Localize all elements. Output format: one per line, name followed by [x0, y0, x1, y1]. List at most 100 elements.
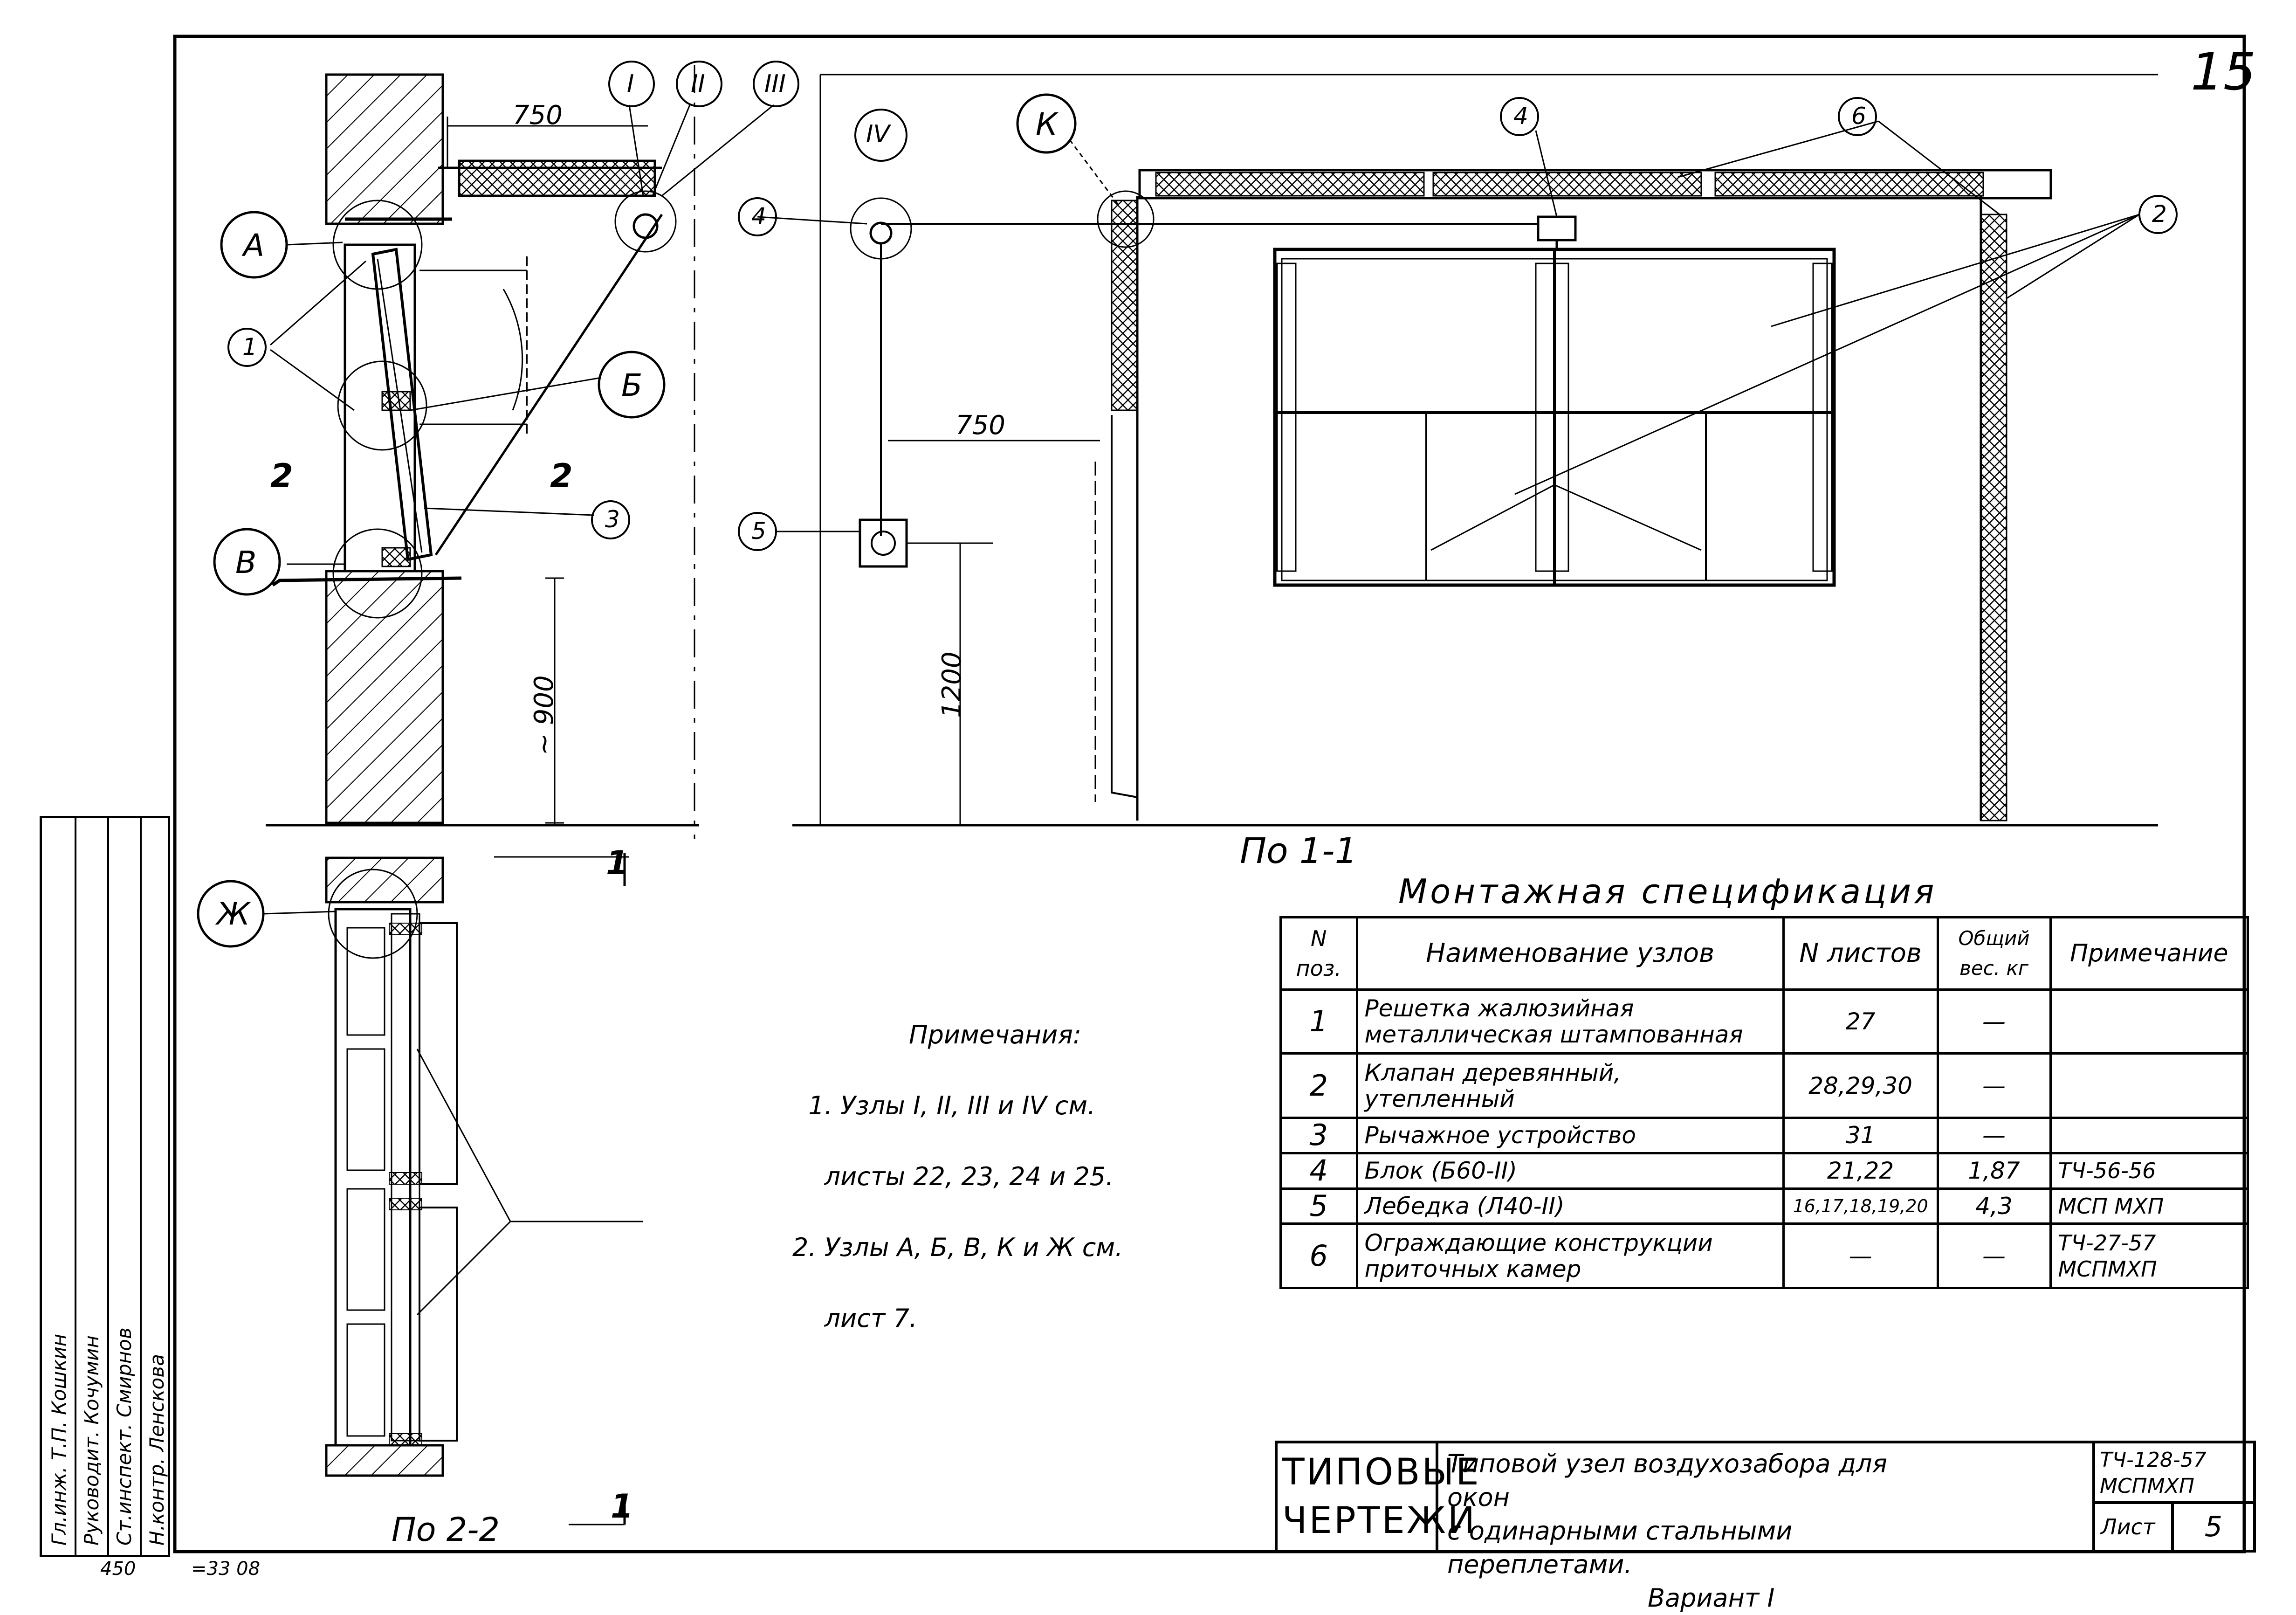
callout-node-i: I	[627, 70, 634, 98]
callout-pos-3: 3	[605, 506, 620, 533]
callout-pos-2: 2	[2152, 200, 2167, 228]
title-block-sheet-number: 5	[2204, 1511, 2223, 1543]
title-block-description: Типовой узел воздухозабора для окон с од…	[1441, 1443, 1953, 1613]
spec-row-6-sheets: —	[1782, 1222, 1939, 1289]
section-mark-right: 2	[550, 457, 573, 495]
callout-node-k: К	[1036, 106, 1058, 142]
table-row: 2 Клапан деревянный, утепленный 28,29,30…	[1279, 1052, 2249, 1119]
spec-row-2-note	[2049, 1052, 2249, 1119]
spec-row-6-name: Ограждающие конструкции приточных камер	[1355, 1222, 1785, 1289]
sheet-corner-number: 15	[2191, 42, 2256, 102]
title-block-desc-line-2: с одинарными стальными переплетами.	[1447, 1516, 1793, 1579]
callout-node-a: А	[243, 228, 265, 263]
title-block-code: ТЧ-128-57 МСПМХП	[2092, 1443, 2253, 1504]
spec-row-5-mass: 4,3	[1936, 1187, 2052, 1225]
spec-row-6-pos: 6	[1279, 1222, 1358, 1289]
spec-row-3-mass: —	[1936, 1116, 2052, 1154]
title-block-label: ТИПОВЫЕ ЧЕРТЕЖИ	[1278, 1443, 1481, 1550]
spec-header-name: Наименование узлов	[1355, 916, 1785, 991]
spec-header-pos: N поз.	[1279, 916, 1358, 991]
sheet-frame	[173, 35, 2246, 1553]
spec-row-3-note	[2049, 1116, 2249, 1154]
callout-pos-4a: 4	[751, 203, 766, 230]
specification-table: N поз. Наименование узлов N листов Общий…	[1279, 916, 2249, 1289]
dimension-overhang-left: 750	[513, 100, 563, 131]
spec-row-4-mass: 1,87	[1936, 1152, 2052, 1190]
spec-header-note: Примечание	[2049, 916, 2249, 991]
notes-line-2: листы 22, 23, 24 и 25.	[792, 1162, 1114, 1191]
callout-node-iii: III	[764, 70, 786, 98]
section-mark-top: 1	[606, 844, 629, 882]
title-block-label-line-2: ЧЕРТЕЖИ	[1282, 1500, 1477, 1542]
dimension-offset-center: 750	[956, 410, 1005, 441]
callout-node-iv: IV	[866, 120, 890, 148]
specification-title: Монтажная спецификация	[1398, 872, 1937, 911]
notes-block: Примечания: 1. Узлы I, II, III и IV см. …	[792, 946, 1123, 1336]
callout-pos-1: 1	[242, 333, 257, 360]
spec-row-2-name: Клапан деревянный, утепленный	[1355, 1052, 1785, 1119]
section-mark-bottom: 1	[611, 1487, 633, 1525]
callout-pos-6: 6	[1851, 103, 1866, 130]
approval-stamp: Гл.инж. Т.П. Кошкин Руководит. Кочумин С…	[40, 816, 170, 1557]
table-row: 5 Лебедка (Л40-II) 16,17,18,19,20 4,3 МС…	[1279, 1187, 2249, 1225]
section-view-2-2-label: По 2-2	[392, 1511, 500, 1549]
spec-row-4-pos: 4	[1279, 1152, 1358, 1190]
spec-row-6-note: ТЧ-27-57 МСПМХП	[2049, 1222, 2249, 1289]
view-2-2	[263, 853, 643, 1525]
table-row: 4 Блок (Б60-II) 21,22 1,87 ТЧ-56-56	[1279, 1152, 2249, 1190]
callout-pos-4b: 4	[1513, 103, 1528, 130]
spec-row-4-sheets: 21,22	[1782, 1152, 1939, 1190]
view-1-1	[757, 74, 2158, 827]
spec-row-3-pos: 3	[1279, 1116, 1358, 1154]
footer-left: 450	[100, 1558, 136, 1580]
stamp-row-3: Ст.инспект. Смирнов	[113, 1327, 136, 1546]
spec-row-5-name: Лебедка (Л40-II)	[1355, 1187, 1785, 1225]
title-block-desc-line-3: Вариант I	[1648, 1583, 1775, 1613]
stamp-row-1: Гл.инж. Т.П. Кошкин	[48, 1333, 70, 1546]
spec-row-5-pos: 5	[1279, 1187, 1358, 1225]
spec-row-1-name: Решетка жалюзийная металлическая штампов…	[1355, 988, 1785, 1055]
spec-header-mass: Общий вес. кг	[1936, 916, 2052, 991]
notes-title: Примечания:	[909, 1020, 1082, 1049]
title-block: ТИПОВЫЕ ЧЕРТЕЖИ Типовой узел воздухозабо…	[1275, 1441, 2256, 1613]
title-block-desc-line-1: Типовой узел воздухозабора для окон	[1447, 1449, 1887, 1512]
table-row: 6 Ограждающие конструкции приточных каме…	[1279, 1222, 2249, 1289]
notes-line-3: 2. Узлы А, Б, В, К и Ж см.	[792, 1233, 1123, 1262]
callout-pos-5: 5	[751, 518, 766, 545]
table-row: 1 Решетка жалюзийная металлическая штамп…	[1279, 988, 2249, 1055]
spec-row-1-mass: —	[1936, 988, 2052, 1055]
spec-row-4-note: ТЧ-56-56	[2049, 1152, 2249, 1190]
title-block-label-line-1: ТИПОВЫЕ	[1282, 1451, 1481, 1493]
table-row: 3 Рычажное устройство 31 —	[1279, 1116, 2249, 1154]
stamp-row-2: Руководит. Кочумин	[80, 1335, 103, 1546]
spec-row-2-mass: —	[1936, 1052, 2052, 1119]
callout-circles-left	[197, 61, 799, 948]
title-block-code-line-1: ТЧ-128-57	[2100, 1448, 2207, 1472]
technical-drawing	[173, 35, 2246, 1553]
spec-row-1-note	[2049, 988, 2249, 1055]
notes-line-4: лист 7.	[792, 1304, 918, 1333]
callout-node-zh: Ж	[217, 896, 250, 932]
title-block-code-line-2: МСПМХП	[2100, 1474, 2194, 1498]
spec-row-5-sheets: 16,17,18,19,20	[1782, 1187, 1939, 1225]
section-view-1-1-label: По 1-1	[1240, 830, 1357, 871]
callout-circles-center	[738, 93, 2178, 551]
callout-node-b-cyr: Б	[621, 367, 643, 403]
spec-row-4-name: Блок (Б60-II)	[1355, 1152, 1785, 1190]
spec-row-3-sheets: 31	[1782, 1116, 1939, 1154]
spec-row-5-note: МСП МХП	[2049, 1187, 2249, 1225]
spec-header-sheets: N листов	[1782, 916, 1939, 991]
spec-row-1-pos: 1	[1279, 988, 1358, 1055]
title-block-sheet-label: Лист	[2092, 1504, 2174, 1550]
footer-right: =33 08	[191, 1558, 261, 1580]
callout-node-v: В	[235, 545, 257, 580]
callout-node-ii: II	[691, 70, 705, 98]
stamp-row-4: Н.контр. Ленскова	[145, 1354, 168, 1546]
spec-row-3-name: Рычажное устройство	[1355, 1116, 1785, 1154]
section-mark-left: 2	[270, 457, 293, 495]
spec-row-2-pos: 2	[1279, 1052, 1358, 1119]
spec-row-6-mass: —	[1936, 1222, 2052, 1289]
dimension-height-center: 1200	[937, 651, 967, 718]
left-wall-section	[266, 65, 774, 839]
dimension-height-left: ~ 900	[529, 675, 559, 755]
